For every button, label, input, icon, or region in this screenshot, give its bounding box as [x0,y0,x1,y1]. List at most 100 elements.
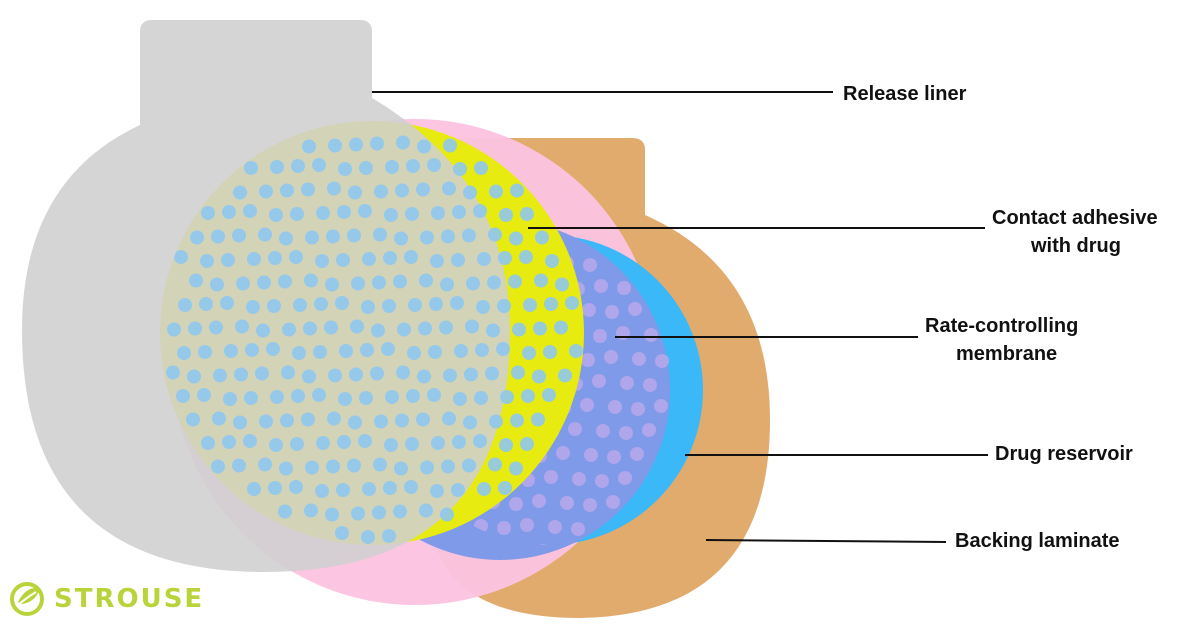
membrane-particle [617,281,631,295]
drug-particle [463,415,477,430]
membrane-particle [583,498,597,512]
drug-particle [176,389,190,403]
drug-particle [247,252,261,266]
drug-particle [500,390,514,404]
membrane-particle [654,399,668,413]
drug-particle [420,230,434,245]
membrane-particle [655,354,669,368]
drug-particle [523,298,537,312]
membrane-particle [581,353,595,367]
drug-particle [244,161,258,175]
drug-particle [278,274,292,289]
drug-particle [382,299,396,313]
drug-particle [499,208,513,222]
drug-particle [280,413,294,428]
drug-particle [213,368,227,383]
drug-particle [371,323,385,338]
drug-particle [384,208,398,222]
drug-particle [404,250,418,264]
drug-particle [324,320,338,335]
membrane-particle [556,446,570,460]
drug-particle [385,390,399,404]
drug-particle [383,481,397,495]
drug-particle [303,321,317,336]
drug-particle [520,437,534,451]
drug-particle [405,207,419,221]
drug-particle [420,460,434,475]
drug-particle [430,484,444,498]
drug-particle [223,392,237,406]
drug-particle [211,459,225,474]
adhesive-drug-particles [166,135,583,544]
drug-particle [429,297,443,311]
membrane-particle [607,450,621,464]
drug-particle [533,321,547,336]
drug-particle [512,322,526,337]
drug-particle [210,277,224,292]
drug-particle [315,254,329,268]
leaf-logo-icon [10,582,44,616]
drug-particle [200,254,214,268]
drug-particle [247,482,261,496]
drug-particle [531,412,545,427]
drug-particle [189,273,203,288]
drug-particle [201,206,215,220]
drug-particle [374,414,388,429]
drug-particle [336,253,350,267]
drug-particle [443,138,457,153]
drug-particle [174,250,188,264]
drug-particle [259,184,273,199]
drug-particle [397,322,411,337]
drug-particle [416,182,430,197]
membrane-particle [605,305,619,319]
drug-particle [259,414,273,429]
drug-particle [337,435,351,449]
drug-particle [442,181,456,196]
contact-adhesive-label-line2: with drug [1030,235,1121,257]
drug-particle [266,342,280,356]
drug-particle [431,436,445,450]
drug-particle [452,435,466,449]
drug-particle [489,184,503,199]
membrane-particle [583,258,597,272]
drug-particle [443,368,457,383]
drug-particle [477,252,491,266]
membrane-particle [628,302,642,316]
drug-particle [328,138,342,153]
drug-particle [257,275,271,290]
drug-particle [328,368,342,383]
membrane-particle [604,350,618,364]
drug-particle [351,276,365,291]
drug-particle [427,388,441,402]
drug-particle [535,230,549,245]
drug-particle [476,300,490,314]
drug-particle [396,365,410,380]
drug-particle [198,345,212,359]
drug-particle [268,251,282,265]
drug-particle [488,457,502,472]
drug-particle [362,482,376,496]
drug-particle [209,320,223,335]
drug-particle [381,342,395,356]
drug-particle [543,345,557,359]
drug-particle [440,277,454,292]
drug-particle [166,365,180,380]
drug-particle [199,297,213,311]
drug-particle [465,319,479,334]
drug-particle [511,365,525,380]
drug-particle [301,182,315,197]
drug-particle [569,344,583,358]
drug-particle [453,162,467,176]
drug-particle [358,204,372,218]
drug-particle [302,369,316,384]
membrane-particle [596,424,610,438]
drug-particle [544,297,558,311]
membrane-particle [631,402,645,416]
membrane-particle [520,518,534,532]
release-liner-label: Release liner [843,83,967,105]
drug-particle [383,251,397,265]
drug-particle [558,368,572,383]
drug-particle [278,504,292,519]
drug-particle [454,344,468,358]
drug-particle [393,274,407,289]
